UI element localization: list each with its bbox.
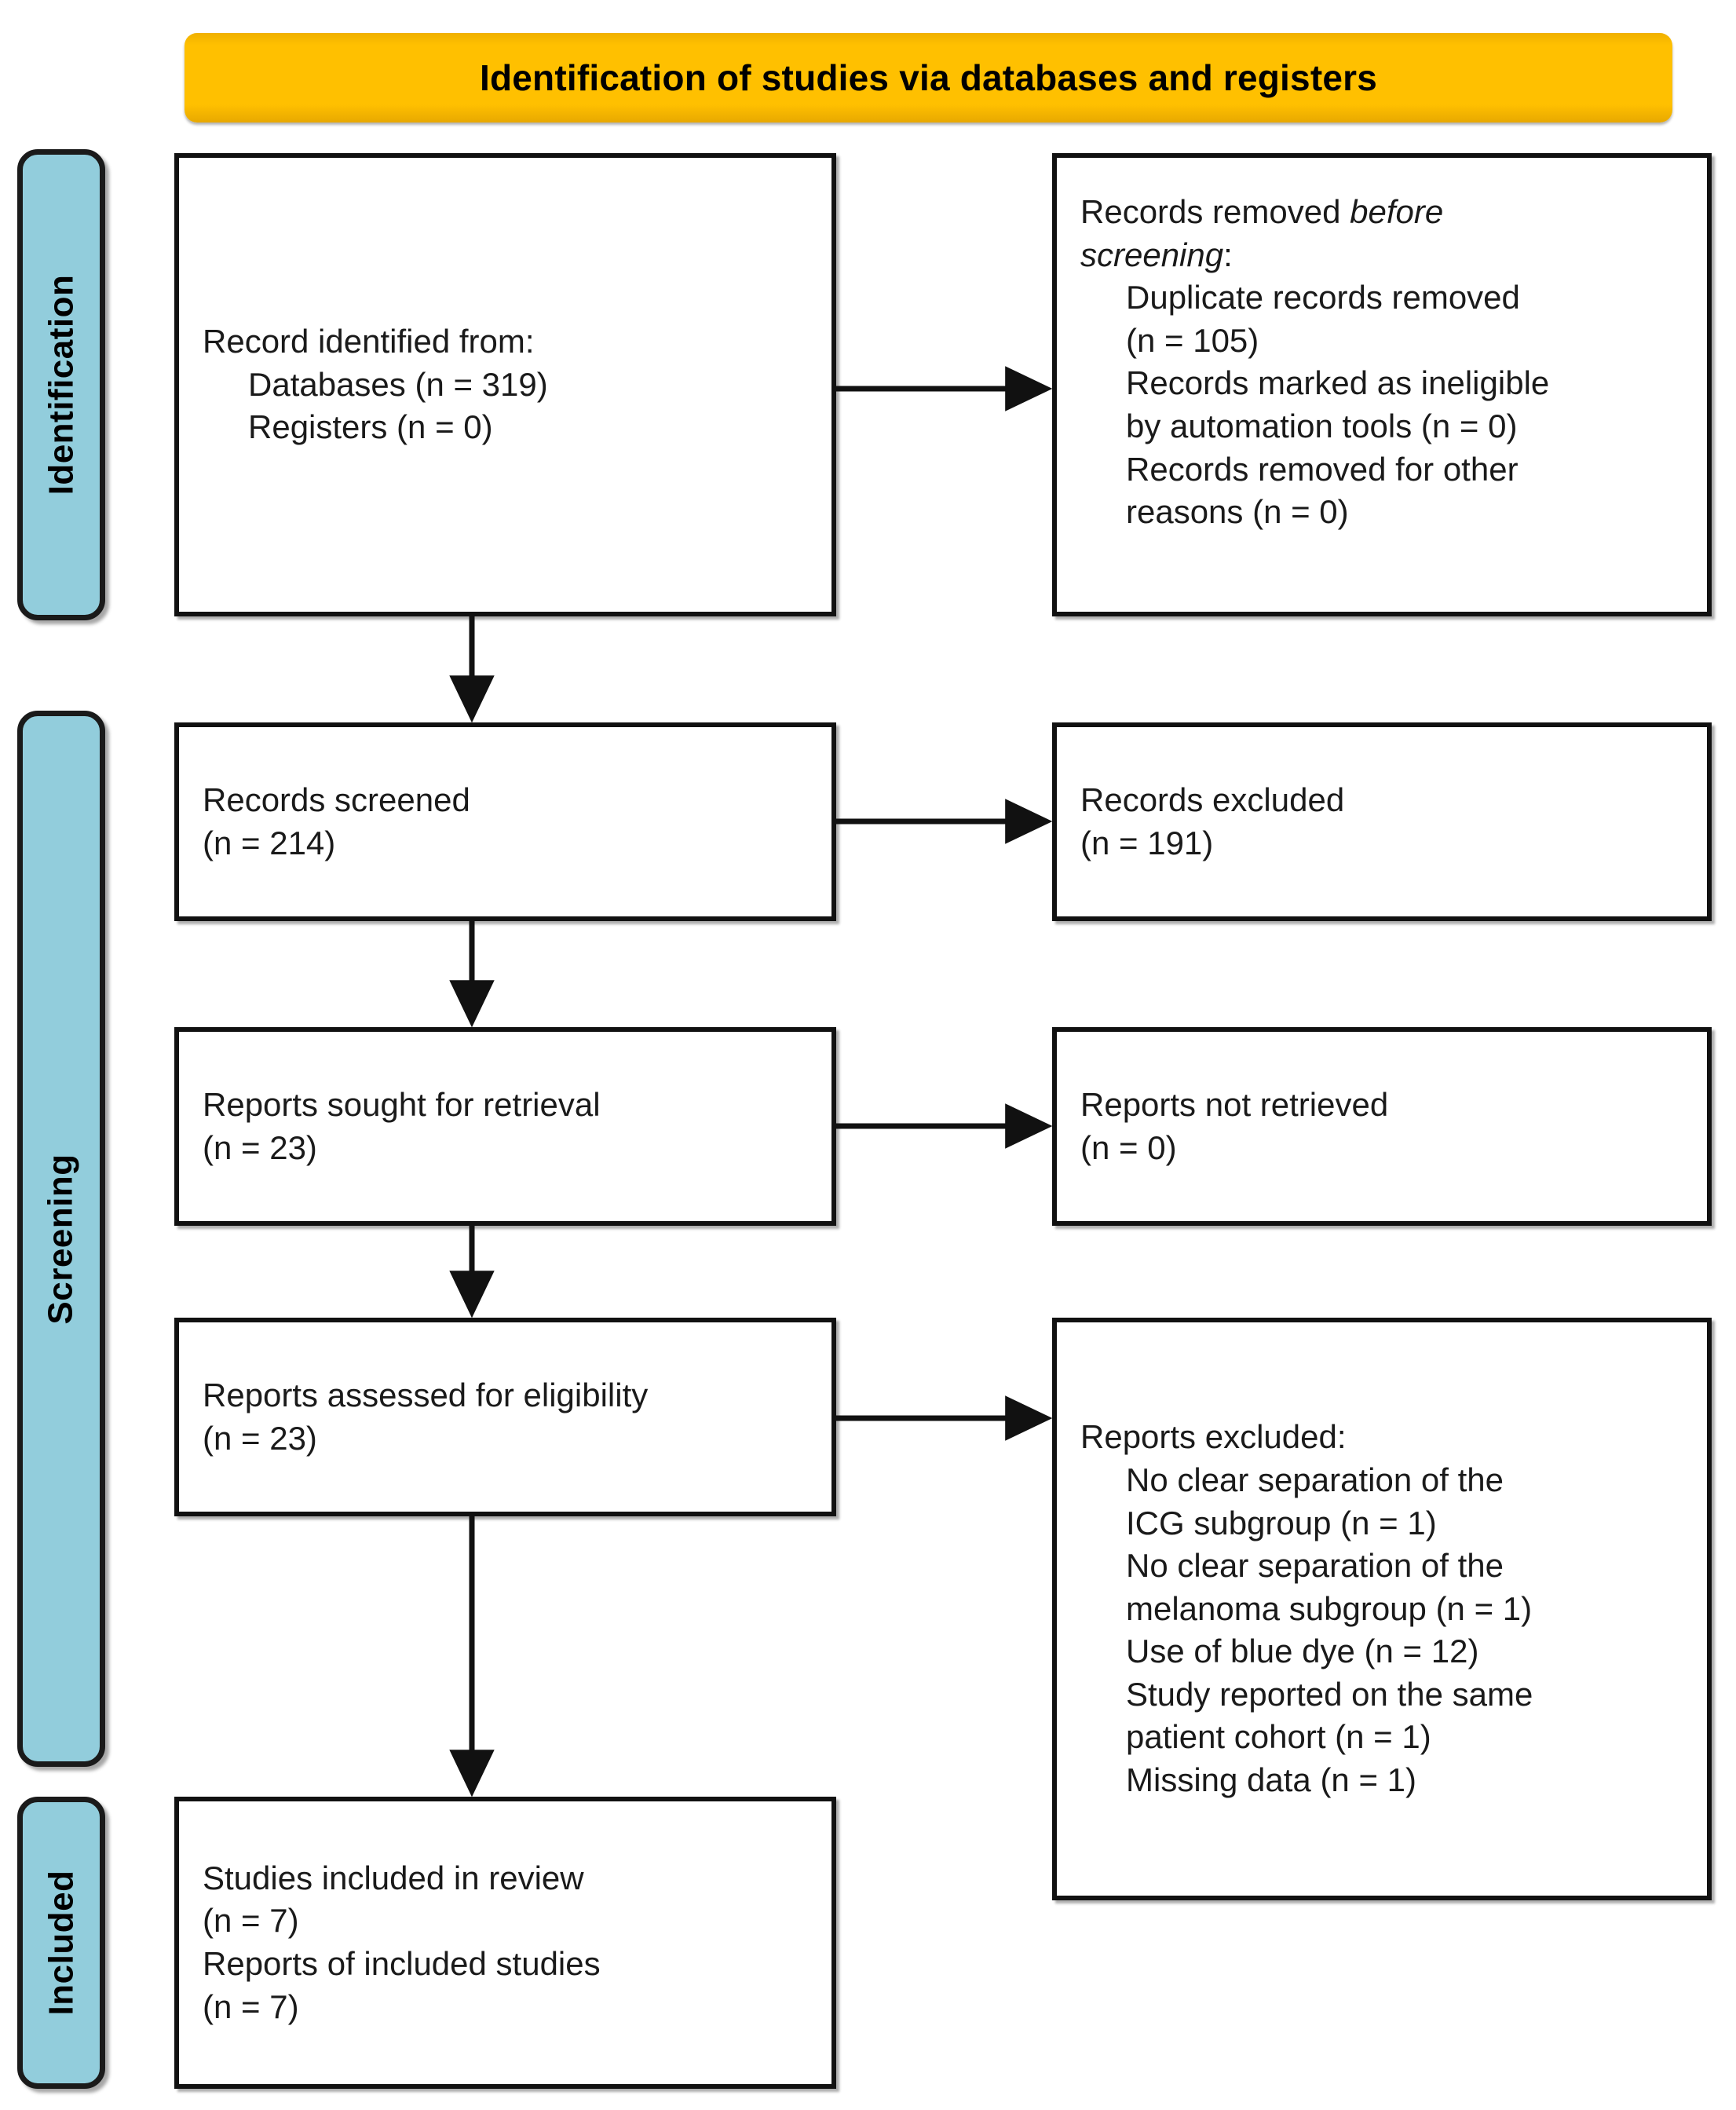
box-records-identified: Record identified from: Databases (n = 3… — [174, 153, 836, 616]
stage-label-included-text: Included — [42, 1870, 80, 2016]
studies-included-label: Studies included in review — [203, 1859, 584, 1896]
reports-assessed-label: Reports assessed for eligibility — [203, 1376, 649, 1413]
reports-excluded-blue-dye: Use of blue dye (n = 12) — [1126, 1633, 1479, 1670]
reports-excluded-melanoma-line-1: No clear separation of the — [1126, 1547, 1504, 1585]
reports-assessed-count: (n = 23) — [203, 1419, 317, 1457]
reports-excluded-melanoma-line-2: melanoma subgroup (n = 1) — [1126, 1589, 1533, 1627]
box-studies-included-in-review: Studies included in review (n = 7) Repor… — [174, 1797, 836, 2089]
reports-excluded-same-cohort-line-2: patient cohort (n = 1) — [1126, 1718, 1431, 1756]
box-records-excluded: Records excluded (n = 191) — [1052, 722, 1712, 921]
records-excluded-count: (n = 191) — [1080, 824, 1214, 861]
stage-label-screening: Screening — [17, 711, 105, 1767]
records-removed-heading-line-1: Records removed before — [1080, 191, 1683, 234]
reports-sought-count: (n = 23) — [203, 1128, 317, 1166]
reports-not-retrieved-label: Reports not retrieved — [1080, 1085, 1389, 1123]
records-excluded-label: Records excluded — [1080, 781, 1345, 818]
box-reports-excluded: Reports excluded: No clear separation of… — [1052, 1318, 1712, 1900]
records-removed-heading-line-2: screening: — [1080, 234, 1683, 277]
reports-of-included-studies-count: (n = 7) — [203, 1987, 299, 2025]
reports-excluded-icg-line-2: ICG subgroup (n = 1) — [1126, 1504, 1437, 1541]
records-identified-line-1: Record identified from: — [203, 323, 535, 360]
records-identified-registers: Registers (n = 0) — [248, 408, 493, 446]
box-reports-assessed-for-eligibility: Reports assessed for eligibility (n = 23… — [174, 1318, 836, 1516]
records-removed-heading-plain: Records removed — [1080, 193, 1350, 230]
records-screened-label: Records screened — [203, 781, 470, 818]
banner-identification-header: Identification of studies via databases … — [185, 33, 1672, 123]
records-removed-other-line-2: reasons (n = 0) — [1126, 493, 1349, 531]
box-reports-sought-for-retrieval: Reports sought for retrieval (n = 23) — [174, 1027, 836, 1226]
records-identified-databases: Databases (n = 319) — [248, 365, 548, 403]
records-screened-count: (n = 214) — [203, 824, 336, 861]
reports-of-included-studies-label: Reports of included studies — [203, 1945, 601, 1982]
records-removed-duplicates-count: (n = 105) — [1126, 321, 1259, 359]
records-removed-heading-italic-before: before — [1350, 193, 1444, 230]
records-removed-duplicates: Duplicate records removed — [1126, 279, 1520, 316]
records-removed-ineligible-line-1: Records marked as ineligible — [1126, 364, 1550, 402]
reports-excluded-missing-data: Missing data (n = 1) — [1126, 1761, 1417, 1799]
stage-label-identification-text: Identification — [42, 274, 80, 496]
records-removed-heading-italic-screening: screening — [1080, 236, 1224, 273]
reports-sought-label: Reports sought for retrieval — [203, 1085, 601, 1123]
box-records-removed-before-screening: Records removed before screening: Duplic… — [1052, 153, 1712, 616]
records-removed-ineligible-line-2: by automation tools (n = 0) — [1126, 407, 1518, 444]
reports-excluded-same-cohort-line-1: Study reported on the same — [1126, 1675, 1533, 1713]
stage-label-screening-text: Screening — [42, 1153, 80, 1325]
stage-label-included: Included — [17, 1797, 105, 2089]
records-removed-other-line-1: Records removed for other — [1126, 450, 1519, 488]
reports-not-retrieved-count: (n = 0) — [1080, 1128, 1177, 1166]
box-reports-not-retrieved: Reports not retrieved (n = 0) — [1052, 1027, 1712, 1226]
reports-excluded-heading: Reports excluded: — [1080, 1418, 1347, 1456]
banner-title: Identification of studies via databases … — [479, 57, 1378, 98]
stage-label-identification: Identification — [17, 149, 105, 620]
studies-included-count: (n = 7) — [203, 1902, 299, 1940]
records-removed-heading-colon: : — [1223, 236, 1233, 273]
reports-excluded-icg-line-1: No clear separation of the — [1126, 1461, 1504, 1498]
box-records-screened: Records screened (n = 214) — [174, 722, 836, 921]
